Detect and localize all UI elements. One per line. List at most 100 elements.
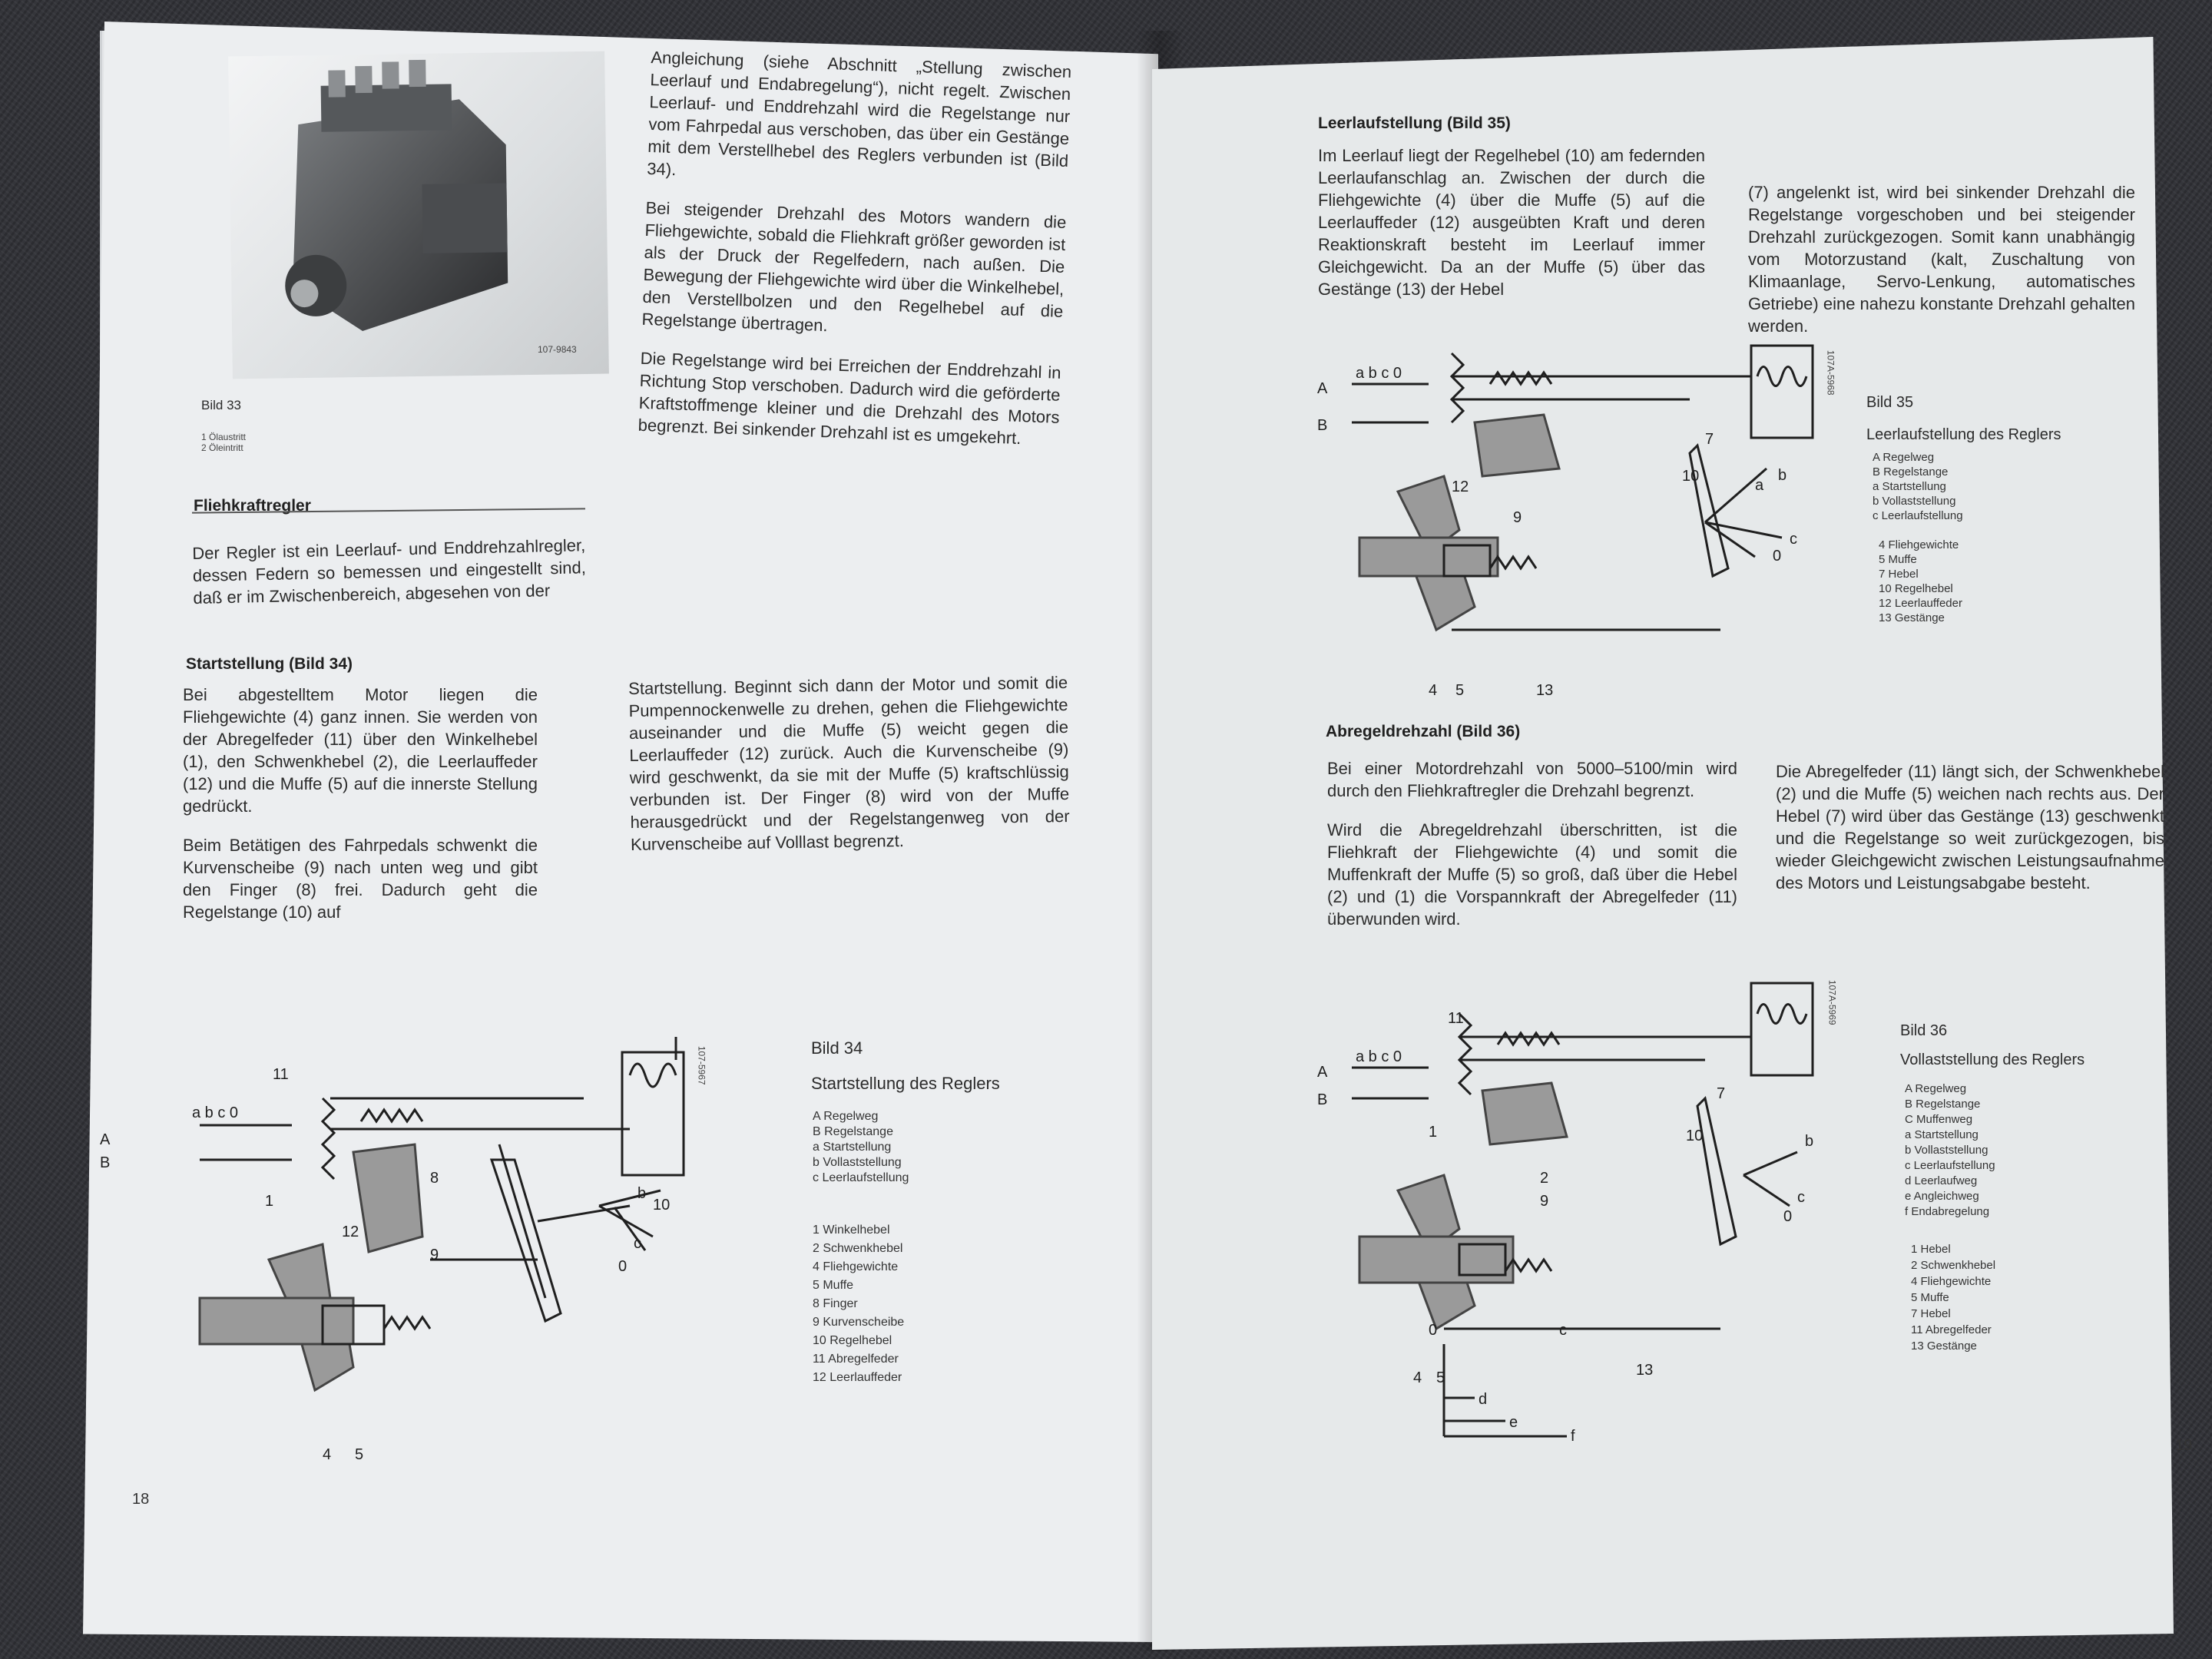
label-11: 11 bbox=[273, 1066, 289, 1083]
legend-item: B Regelstange bbox=[813, 1125, 893, 1138]
legend-item: 7 Hebel bbox=[1911, 1307, 1951, 1320]
legend-item: 11 Abregelfeder bbox=[1911, 1323, 1992, 1336]
legend-item: B Regelstange bbox=[1873, 465, 1949, 478]
leerlauf-left-column: Im Leerlauf liegt der Regelhebel (10) am… bbox=[1318, 146, 1705, 299]
legend-item: c Leerlaufstellung bbox=[1873, 509, 1963, 522]
label-c: c bbox=[634, 1235, 641, 1252]
intro-paragraph: Angleichung (siehe Abschnitt „Stellung z… bbox=[646, 47, 1072, 180]
page-number-right: 19 bbox=[2175, 1437, 2193, 1454]
legend-item: 10 Regelhebel bbox=[1879, 582, 1953, 595]
page-number-left: 18 bbox=[132, 1491, 150, 1508]
label-b: b bbox=[637, 1185, 646, 1202]
label-5: 5 bbox=[1436, 1369, 1445, 1386]
label-1: 1 bbox=[1429, 1124, 1437, 1141]
section-text: Der Regler ist ein Leerlauf- und Enddreh… bbox=[192, 535, 587, 608]
intro-paragraph: Bei steigender Drehzahl des Motors wande… bbox=[641, 197, 1067, 336]
label-abc0: a b c 0 bbox=[1356, 365, 1402, 382]
abregel-left-column: Bei einer Motordrehzahl von 5000–5100/mi… bbox=[1327, 757, 1737, 930]
photo-code: 107-9843 bbox=[538, 344, 577, 355]
legend-item: e Angleichweg bbox=[1905, 1190, 1979, 1203]
startstellung-heading: Startstellung (Bild 34) bbox=[186, 655, 353, 673]
label-9: 9 bbox=[430, 1247, 439, 1263]
bild33-legend-item: 1 Ölaustritt bbox=[201, 432, 247, 442]
abregel-heading: Abregeldrehzahl (Bild 36) bbox=[1326, 723, 1521, 740]
label-4: 4 bbox=[1413, 1369, 1422, 1386]
bild36-legend-numbers: 1 Hebel 2 Schwenkhebel 4 Fliehgewichte 5… bbox=[1911, 1241, 1995, 1354]
legend-item: 9 Kurvenscheibe bbox=[813, 1316, 905, 1329]
leerlauf-right-column: (7) angelenkt ist, wird bei sinkender Dr… bbox=[1748, 183, 2135, 336]
label-d: d bbox=[1479, 1391, 1487, 1408]
label-e: e bbox=[1509, 1414, 1518, 1431]
label-a: a bbox=[1755, 477, 1764, 494]
label-A: A bbox=[1317, 380, 1328, 397]
label-B: B bbox=[100, 1154, 110, 1171]
bild35-code: 107A-5968 bbox=[1825, 349, 1836, 396]
label-8: 8 bbox=[430, 1170, 439, 1187]
label-7: 7 bbox=[1717, 1085, 1725, 1102]
label-12: 12 bbox=[1452, 478, 1469, 495]
legend-item: c Leerlaufstellung bbox=[1905, 1159, 1995, 1172]
leerlauf-heading: Leerlaufstellung (Bild 35) bbox=[1318, 114, 1511, 132]
legend-item: C Muffenweg bbox=[1905, 1113, 1973, 1126]
label-10: 10 bbox=[653, 1197, 670, 1214]
legend-item: A Regelweg bbox=[813, 1110, 879, 1123]
legend-item: 2 Schwenkhebel bbox=[1911, 1259, 1996, 1272]
label-4: 4 bbox=[323, 1446, 331, 1463]
intro-column: Angleichung (siehe Abschnitt „Stellung z… bbox=[637, 46, 1071, 451]
label-4: 4 bbox=[1429, 682, 1437, 699]
label-0: 0 bbox=[1783, 1208, 1792, 1225]
bild36-diagram: A B a b c 0 11 1 2 9 7 10 b c 0 c 0 d e … bbox=[1317, 982, 1814, 1445]
legend-item: A Regelweg bbox=[1873, 451, 1935, 464]
legend-item: 12 Leerlauffeder bbox=[813, 1371, 902, 1384]
bild33-caption: Bild 33 bbox=[201, 398, 241, 412]
label-0: 0 bbox=[1773, 548, 1781, 565]
bild34-legend-letters: A Regelweg B Regelstange a Startstellung… bbox=[813, 1109, 909, 1186]
label-11: 11 bbox=[1448, 1010, 1464, 1027]
right-page bbox=[1152, 37, 2174, 1650]
legend-item: 11 Abregelfeder bbox=[813, 1353, 899, 1366]
startstellung-paragraph: Bei abgestelltem Motor liegen die Fliehg… bbox=[183, 685, 538, 816]
label-12: 12 bbox=[342, 1224, 359, 1240]
bild36-code: 107A-5969 bbox=[1826, 979, 1838, 1025]
startstellung-paragraph: Beim Betätigen des Fahrpedals schwenkt d… bbox=[183, 836, 538, 922]
legend-item: a Startstellung bbox=[813, 1141, 892, 1154]
legend-item: B Regelstange bbox=[1905, 1098, 1981, 1111]
label-A: A bbox=[100, 1131, 111, 1148]
label-10: 10 bbox=[1682, 468, 1699, 485]
legend-item: 4 Fliehgewichte bbox=[1911, 1275, 1992, 1288]
label-A: A bbox=[1317, 1064, 1328, 1081]
legend-item: 5 Muffe bbox=[1879, 553, 1917, 566]
legend-item: a Startstellung bbox=[1905, 1128, 1979, 1141]
label-13: 13 bbox=[1636, 1362, 1653, 1379]
bild33-legend-item: 2 Öleintritt bbox=[201, 442, 243, 454]
label-10: 10 bbox=[1686, 1128, 1703, 1144]
bild35-legend-letters: A Regelweg B Regelstange a Startstellung… bbox=[1873, 450, 1963, 523]
abregel-paragraph: Bei einer Motordrehzahl von 5000–5100/mi… bbox=[1327, 759, 1737, 800]
legend-item: 1 Hebel bbox=[1911, 1243, 1951, 1256]
legend-item: A Regelweg bbox=[1905, 1082, 1967, 1095]
bild34-subtitle: Startstellung des Reglers bbox=[811, 1074, 1000, 1093]
bild36-subtitle: Vollaststellung des Reglers bbox=[1900, 1051, 2085, 1068]
label-1: 1 bbox=[265, 1193, 273, 1210]
legend-item: 7 Hebel bbox=[1879, 568, 1919, 581]
intro-paragraph: Die Regelstange wird bei Erreichen der E… bbox=[637, 348, 1061, 449]
bild34-diagram: A B a b c 0 11 1 12 8 9 10 b c 0 4 5 bbox=[100, 1037, 685, 1463]
legend-item: f Endabregelung bbox=[1905, 1205, 1990, 1218]
bild33-legend: 1 Ölaustritt 2 Öleintritt bbox=[201, 432, 246, 454]
legend-item: 5 Muffe bbox=[813, 1279, 854, 1292]
legend-item: 12 Leerlauffeder bbox=[1879, 597, 1962, 610]
bild35-subtitle: Leerlaufstellung des Reglers bbox=[1866, 426, 2061, 443]
label-2: 2 bbox=[1540, 1170, 1548, 1187]
legend-item: 8 Finger bbox=[813, 1297, 858, 1310]
bild36-title: Bild 36 bbox=[1900, 1022, 1948, 1039]
label-13: 13 bbox=[1536, 682, 1553, 699]
label-7: 7 bbox=[1705, 431, 1714, 448]
legend-item: 4 Fliehgewichte bbox=[1879, 538, 1959, 551]
label-c-lower: c bbox=[1559, 1322, 1567, 1339]
legend-item: 5 Muffe bbox=[1911, 1291, 1949, 1304]
bild35-diagram: A B a b c 0 12 9 7 10 b a c 0 4 5 13 bbox=[1317, 344, 1814, 699]
abregel-right-column: Die Abregelfeder (11) längt sich, der Sc… bbox=[1776, 762, 2164, 892]
legend-item: 13 Gestänge bbox=[1911, 1339, 1977, 1353]
label-f: f bbox=[1571, 1428, 1575, 1445]
legend-item: 4 Fliehgewichte bbox=[813, 1260, 899, 1273]
